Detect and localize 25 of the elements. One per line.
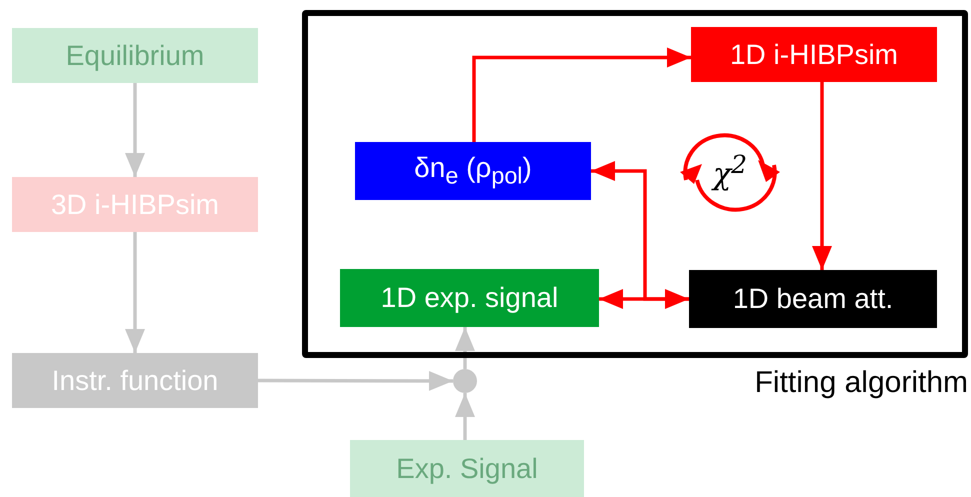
process-box [689,270,937,328]
arrow [812,82,832,270]
junction-circle [453,369,477,393]
arrow [455,393,475,440]
box-label: 1D beam att. [732,285,894,313]
box-label: 1D i-HIBPsim [730,40,898,68]
arrow [472,48,691,142]
box-label: Exp. Signal [396,454,538,482]
process-box [12,177,258,232]
process-box [691,27,937,82]
box-label: δn$_{e}$ (ρ$_{pol}$) [414,154,532,188]
arrow [591,161,689,301]
arrow [125,232,145,353]
box-label: Equilibrium [66,42,204,70]
box-label: 1D exp. signal [380,284,558,312]
process-box [340,269,599,327]
frame-heading: Fitting algorithm [754,366,968,400]
process-box [355,142,591,200]
arrow [455,327,475,369]
chi-square-label: χ$^{2}$ [710,152,748,190]
process-box [350,440,584,497]
arrow [258,370,453,391]
process-box [12,353,258,408]
process-box [12,28,258,83]
arrow [125,83,145,177]
